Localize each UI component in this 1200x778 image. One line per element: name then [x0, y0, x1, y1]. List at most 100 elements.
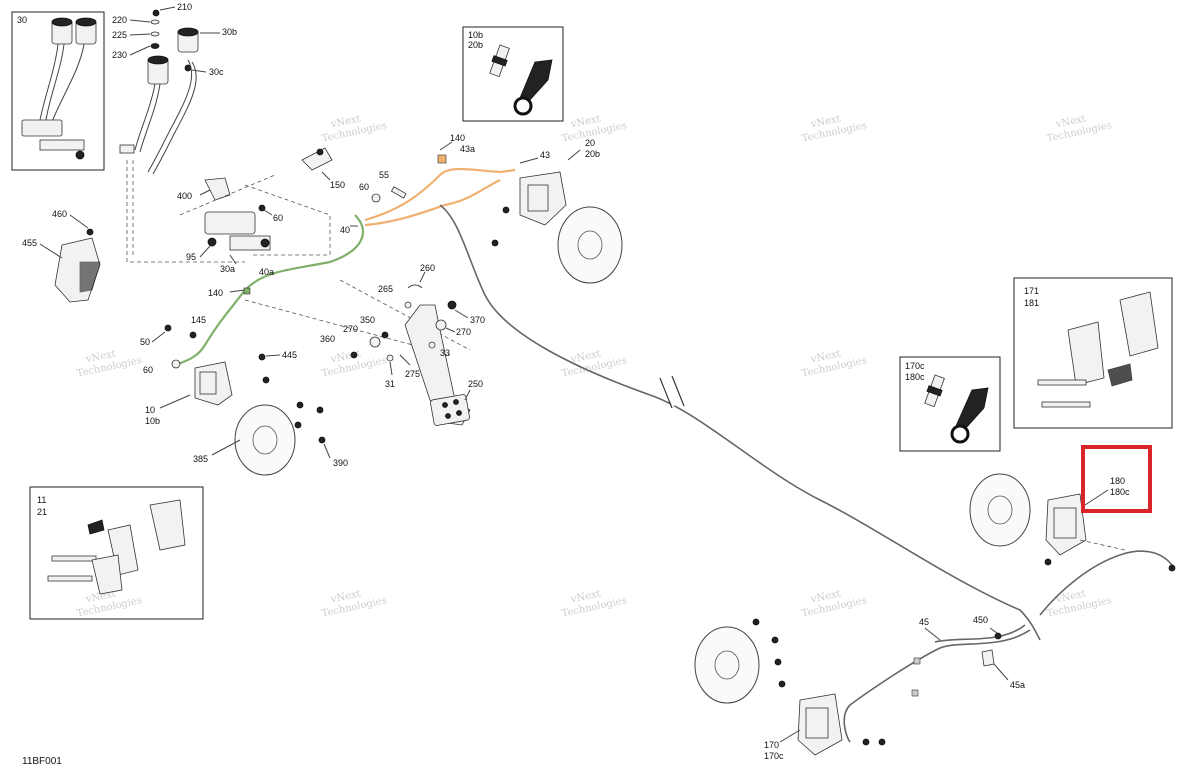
callout-45a: 45a [1010, 680, 1025, 690]
callout-350: 350 [360, 315, 375, 325]
watermark: vNext Technologies [76, 348, 143, 379]
bleeder-cap [519, 59, 553, 101]
callout-30b: 30b [222, 27, 237, 37]
callout-60-upper: 60 [359, 182, 369, 192]
bolt-50 [164, 324, 172, 332]
front-master-cylinder: 400 95 30a 60 [177, 174, 331, 274]
bolt-370 [447, 300, 457, 310]
callout-180c: 180c [905, 372, 925, 382]
screw-460 [86, 228, 94, 236]
callout-30: 30 [17, 15, 27, 25]
bolt-450 [994, 632, 1002, 640]
callout-95: 95 [186, 252, 196, 262]
watermark: vNext Technologies [321, 348, 388, 379]
reservoir-hose [45, 43, 65, 121]
callout-30c: 30c [209, 67, 224, 77]
callout-140-mid: 140 [208, 288, 223, 298]
washer-220 [150, 19, 160, 25]
front-left-caliper: 50 145 60 445 10 10b 385 390 [140, 315, 348, 476]
clip-40a [243, 287, 251, 295]
callout-275: 275 [405, 369, 420, 379]
brake-disc-rear-left [694, 626, 760, 704]
callout-170: 170 [764, 740, 779, 750]
callout-230: 230 [112, 50, 127, 60]
screw-210 [152, 9, 160, 17]
pin-33 [428, 341, 436, 349]
inset-rear-pads: 171 181 [1013, 277, 1173, 429]
callout-10: 10 [145, 405, 155, 415]
watermark: vNext Technologies [801, 588, 868, 619]
callout-445: 445 [282, 350, 297, 360]
callout-10b: 10b [468, 30, 483, 40]
rear-hose-upper: 140 43a 43 20 20b [364, 133, 623, 284]
inset-box-10b [462, 26, 564, 122]
callout-31: 31 [385, 379, 395, 389]
washer-60-upper [371, 193, 381, 203]
callout-145: 145 [191, 315, 206, 325]
callout-181: 181 [1024, 298, 1039, 308]
pedal-pad-250 [430, 394, 470, 426]
callout-140-upper: 140 [450, 133, 465, 143]
inset-bleeder-rear: 170c 180c [899, 356, 1001, 452]
callout-55: 55 [379, 170, 389, 180]
reservoir-hose [51, 43, 85, 123]
callout-30a: 30a [220, 264, 235, 274]
fittings-upper: 150 60 55 [301, 147, 407, 203]
callout-170c-lower: 170c [764, 751, 784, 761]
master-cylinder-body [39, 139, 85, 151]
callout-260: 260 [420, 263, 435, 273]
leader-dashed [126, 160, 245, 263]
reservoir-hose [152, 61, 197, 175]
screw-145 [189, 331, 197, 339]
callout-220: 220 [112, 15, 127, 25]
hose-43 [364, 167, 516, 222]
rear-left-caliper: 170 170c [694, 618, 886, 761]
reservoir-assembly: 210 220 225 230 30b 30c [112, 2, 245, 263]
callout-170c: 170c [905, 361, 925, 371]
clamp-400 [204, 177, 231, 201]
watermark: vNext Technologies [321, 588, 388, 619]
brake-disc-rear-right [969, 473, 1031, 547]
break-mark [659, 377, 673, 409]
inset-master-cylinder: 30 [11, 11, 105, 171]
watermark: vNext Technologies [321, 113, 388, 144]
inset-box-170c [899, 356, 1001, 452]
callout-50: 50 [140, 337, 150, 347]
callout-360: 360 [320, 334, 335, 344]
callout-43a: 43a [460, 144, 475, 154]
front-hose: 40 40a 140 [174, 214, 471, 367]
callout-450: 450 [973, 615, 988, 625]
inset-front-pads: 11 21 [29, 486, 204, 620]
bolt-390 [296, 401, 304, 409]
pad-181 [1119, 291, 1159, 357]
washer-350 [381, 331, 389, 339]
callout-171: 171 [1024, 286, 1039, 296]
reservoir-hose [39, 43, 59, 121]
callout-460: 460 [52, 209, 67, 219]
brake-disc-front-right [557, 206, 623, 284]
brake-pedal-assembly: 250 260 265 370 270 270 350 360 33 31 27… [320, 263, 485, 426]
bolt-360 [350, 351, 358, 359]
callout-40: 40 [340, 225, 350, 235]
callout-21: 21 [37, 507, 47, 517]
callout-390: 390 [333, 458, 348, 468]
banjo-43a [437, 154, 447, 164]
callout-150: 150 [330, 180, 345, 190]
spacer-230 [150, 43, 160, 49]
callout-225: 225 [112, 30, 127, 40]
brake-line-right [1039, 550, 1173, 616]
callout-180c-highlight: 180c [1110, 487, 1130, 497]
washer-60 [258, 204, 266, 212]
bushing-270-left [369, 336, 381, 348]
callout-33: 33 [440, 348, 450, 358]
pushrod-end [75, 150, 85, 160]
callout-40a: 40a [259, 267, 274, 277]
reservoir-hose [134, 83, 156, 151]
reservoir-cap [177, 27, 199, 37]
brake-line-main [439, 204, 1041, 641]
reservoir-hose [147, 59, 193, 173]
bleeder-screw-rear [924, 374, 945, 408]
callout-270-right: 270 [456, 327, 471, 337]
highlight-box-180 [1081, 445, 1152, 513]
